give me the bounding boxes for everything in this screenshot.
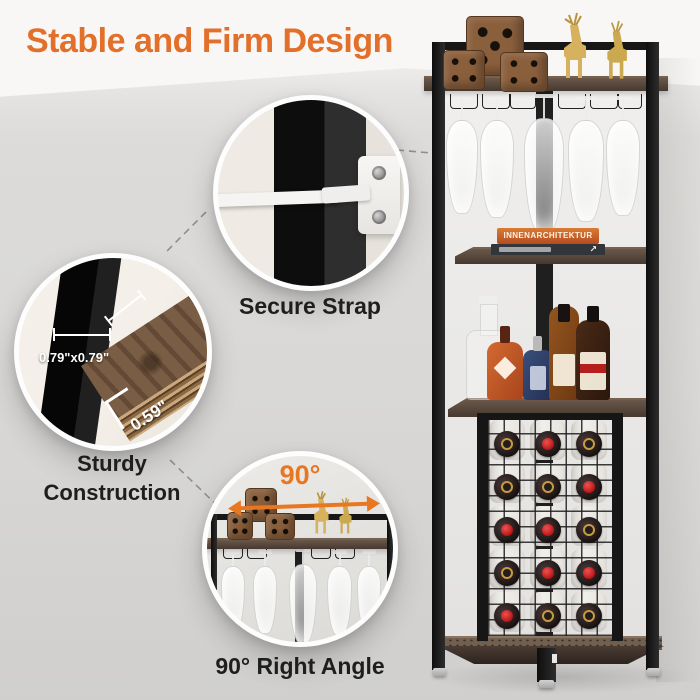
mini-rail bbox=[211, 514, 393, 520]
wine-glass bbox=[446, 96, 478, 214]
liquor-bottle-orange bbox=[487, 326, 523, 400]
wine-glass bbox=[568, 96, 604, 222]
wine-bottle-cap bbox=[583, 481, 595, 493]
strap-clamp bbox=[321, 184, 371, 204]
mini-shelf bbox=[207, 538, 393, 549]
page-title: Stable and Firm Design bbox=[26, 22, 393, 60]
wine-bottle-cap bbox=[583, 438, 595, 450]
mini-rail-u bbox=[311, 548, 331, 559]
mini-post-right bbox=[387, 514, 393, 590]
wine-bottle-cap bbox=[583, 524, 595, 536]
wine-glass bbox=[480, 96, 514, 218]
frame-post-left bbox=[432, 42, 445, 670]
mini-deer-icon bbox=[339, 497, 352, 534]
wine-glass bbox=[606, 96, 640, 216]
measure-tick bbox=[53, 328, 111, 341]
book-spine-dark: ↗ bbox=[491, 244, 605, 255]
liquor-bottle-whisky bbox=[549, 304, 579, 400]
secure-strap-label: Secure Strap bbox=[239, 293, 381, 319]
wine-bottle-cap bbox=[501, 610, 513, 622]
screw-icon bbox=[372, 210, 386, 224]
wine-rack-frame-left bbox=[477, 413, 488, 641]
callout-sturdy-construction: 0.79"x0.79" 0.59" bbox=[14, 253, 212, 451]
leg-sticker bbox=[552, 654, 557, 663]
wine-bottle-cap bbox=[501, 438, 513, 450]
liquor-bottle-blue bbox=[523, 336, 553, 400]
stemware-rail bbox=[590, 94, 618, 109]
callout-secure-strap bbox=[213, 95, 409, 291]
mini-wine-glass bbox=[221, 550, 245, 632]
wine-bottle-cap bbox=[542, 481, 554, 493]
book-arrow-icon: ↗ bbox=[589, 244, 597, 254]
mini-deer-icon bbox=[314, 491, 329, 534]
leveling-foot-right bbox=[647, 668, 660, 676]
wooden-die-right bbox=[500, 52, 548, 92]
frame-post-right bbox=[646, 42, 659, 670]
leveling-foot-front bbox=[539, 680, 554, 688]
front-leg bbox=[537, 648, 556, 682]
wine-rack-top-bar bbox=[477, 413, 623, 420]
stemware-rail bbox=[510, 94, 536, 109]
deer-figurine-icon bbox=[607, 20, 627, 79]
wine-bottle-cap bbox=[542, 524, 554, 536]
stemware-rail bbox=[450, 94, 478, 109]
wine-bottle-cap bbox=[501, 524, 513, 536]
wine-bottle-cap bbox=[583, 610, 595, 622]
stemware-rail bbox=[618, 94, 642, 109]
wine-bottle-cap bbox=[542, 567, 554, 579]
wine-bottle-cap bbox=[542, 438, 554, 450]
angle-value: 90° bbox=[279, 460, 321, 490]
wine-bottle-cap bbox=[583, 567, 595, 579]
mini-wine-glass bbox=[327, 550, 352, 636]
tube-dimension: 0.79"x0.79" bbox=[39, 350, 110, 365]
leveling-foot-left bbox=[433, 668, 446, 676]
mini-wine-glass bbox=[289, 548, 317, 642]
book-text-blur bbox=[499, 247, 551, 252]
wine-glass bbox=[524, 94, 564, 234]
wine-bottle-cap bbox=[501, 567, 513, 579]
top-gallery-rail bbox=[432, 42, 659, 50]
right-angle-label: 90° Right Angle bbox=[215, 653, 385, 679]
wine-rack-frame-right bbox=[612, 413, 623, 641]
wine-bottle-cap bbox=[542, 610, 554, 622]
book-spine: INNENARCHITEKTUR bbox=[497, 228, 599, 244]
callout-right-angle: 90° bbox=[202, 451, 398, 647]
wooden-die-left bbox=[443, 50, 485, 90]
mini-die bbox=[265, 513, 295, 540]
deer-figurine-icon bbox=[564, 12, 586, 78]
sturdy-construction-label: Sturdy Construction bbox=[43, 451, 181, 505]
mini-wine-glass bbox=[357, 550, 381, 632]
screw-icon bbox=[372, 166, 386, 180]
wall-corner-shade bbox=[656, 58, 700, 682]
wine-bottle-cap bbox=[501, 481, 513, 493]
mini-post-left bbox=[211, 514, 217, 590]
liquor-bottle-dark bbox=[576, 306, 610, 400]
mini-die bbox=[227, 512, 253, 540]
mini-wine-glass bbox=[253, 550, 277, 634]
